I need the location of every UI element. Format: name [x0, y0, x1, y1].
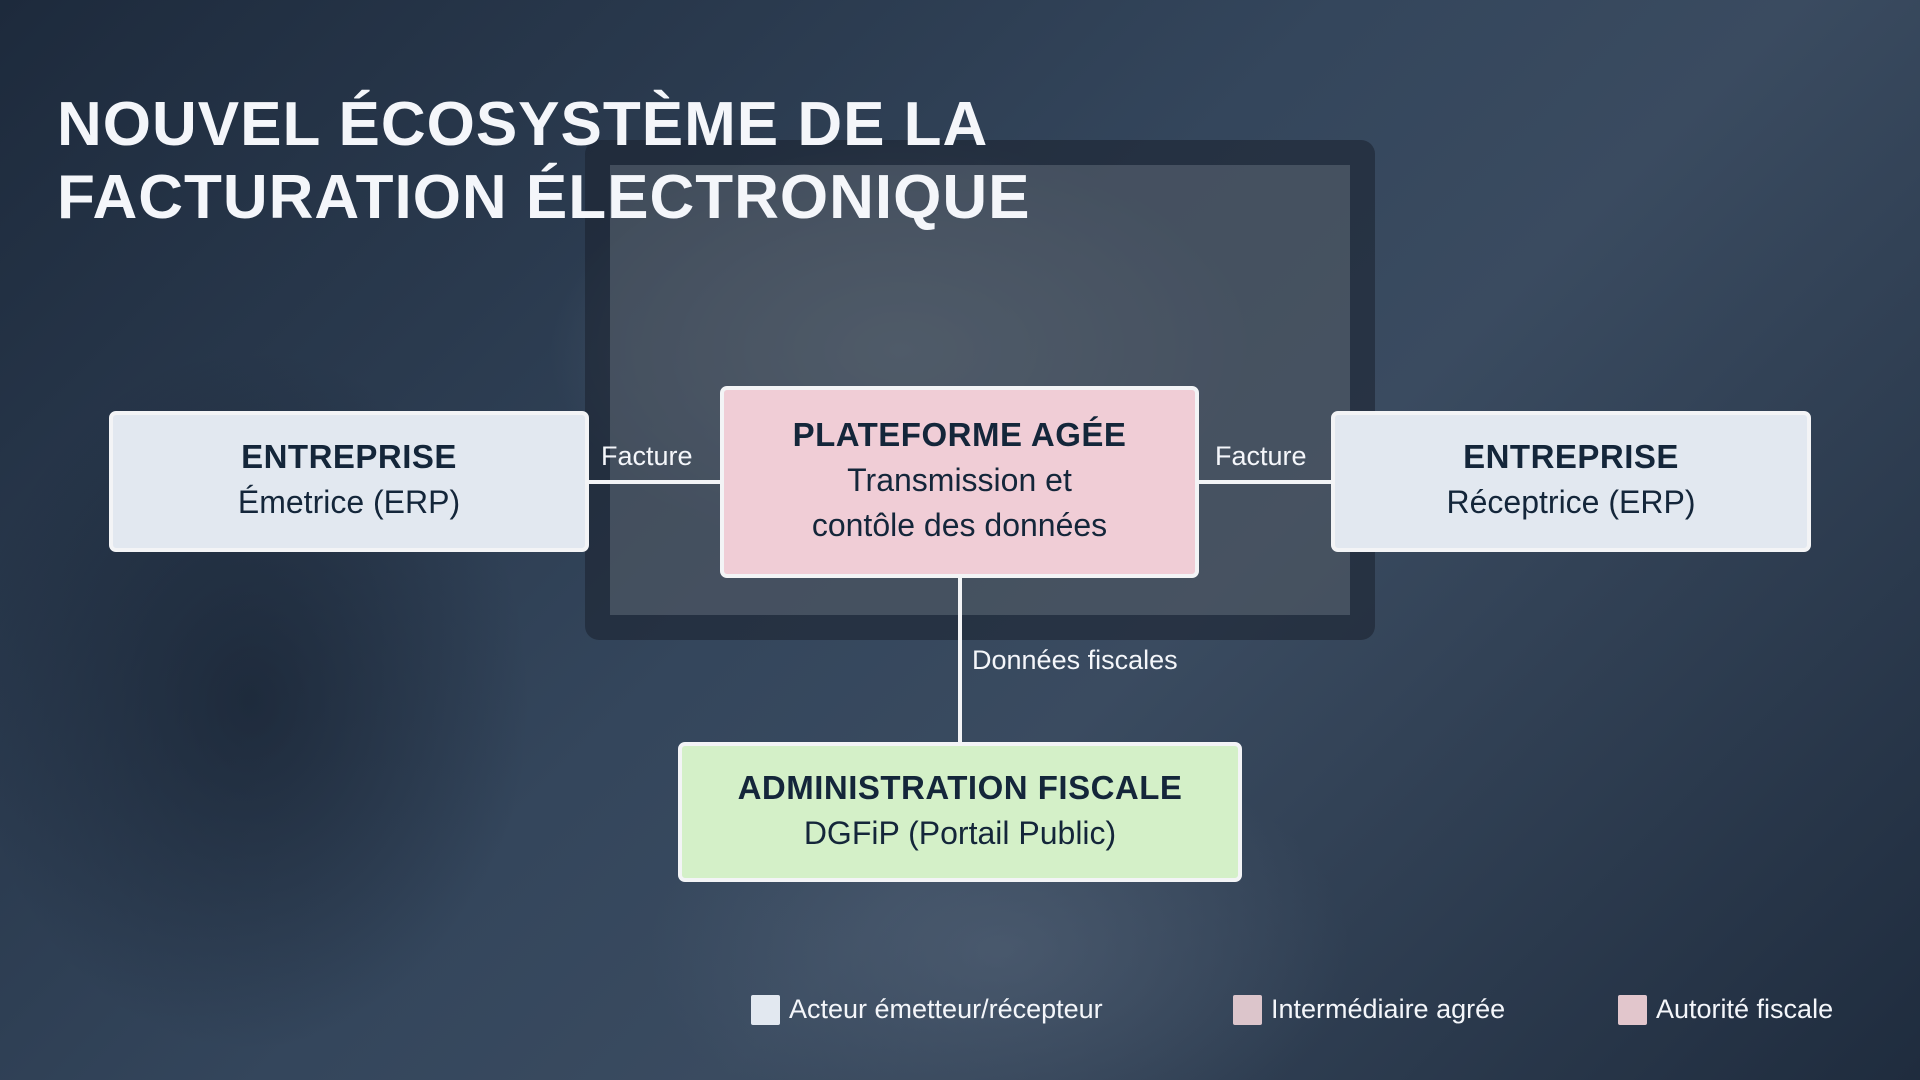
node-platform: PLATEFORME AGÉE Transmission et contôle …: [720, 386, 1199, 578]
node-emitter: ENTREPRISE Émetrice (ERP): [109, 411, 589, 552]
node-title: ENTREPRISE: [1463, 438, 1679, 475]
node-title: ADMINISTRATION FISCALE: [737, 768, 1183, 806]
legend-swatch: [751, 994, 780, 1025]
node-subtitle: contôle des données: [811, 507, 1108, 543]
connector-left: [589, 480, 720, 484]
legend-swatch: [1233, 994, 1262, 1025]
connector-down: [958, 578, 962, 742]
node-admin: ADMINISTRATION FISCALE DGFiP (Portail Pu…: [678, 742, 1242, 882]
node-receiver: ENTREPRISE Réceptrice (ERP): [1331, 411, 1811, 552]
legend-label: Acteur émetteur/récepteur: [789, 994, 1103, 1024]
title-line-2: FACTURATION ÉLECTRONIQUE: [57, 163, 1031, 232]
node-subtitle: DGFiP (Portail Public): [803, 814, 1117, 851]
legend-label: Intermédiaire agrée: [1271, 994, 1506, 1024]
legend-swatch: [1618, 994, 1647, 1025]
node-title: PLATEFORME AGÉE: [792, 416, 1127, 453]
connector-right: [1199, 480, 1331, 484]
legend-item-authority: Autorité fiscale: [1618, 994, 1833, 1025]
edge-label-left: Facture: [601, 441, 693, 471]
edge-label-down: Données fiscales: [972, 645, 1178, 675]
legend-item-actor: Acteur émetteur/récepteur: [751, 994, 1103, 1025]
title-line-1: NOUVEL ÉCOSYSTÈME DE LA: [57, 90, 989, 159]
node-subtitle: Transmission et: [847, 462, 1072, 498]
node-subtitle: Réceptrice (ERP): [1446, 484, 1696, 520]
edge-label-right: Facture: [1215, 441, 1307, 471]
page-title: NOUVEL ÉCOSYSTÈME DE LA FACTURATION ÉLEC…: [57, 88, 1031, 234]
legend-item-intermediary: Intermédiaire agrée: [1233, 994, 1505, 1025]
node-title: ENTREPRISE: [241, 438, 457, 475]
legend-label: Autorité fiscale: [1656, 994, 1834, 1024]
node-subtitle: Émetrice (ERP): [237, 484, 461, 520]
